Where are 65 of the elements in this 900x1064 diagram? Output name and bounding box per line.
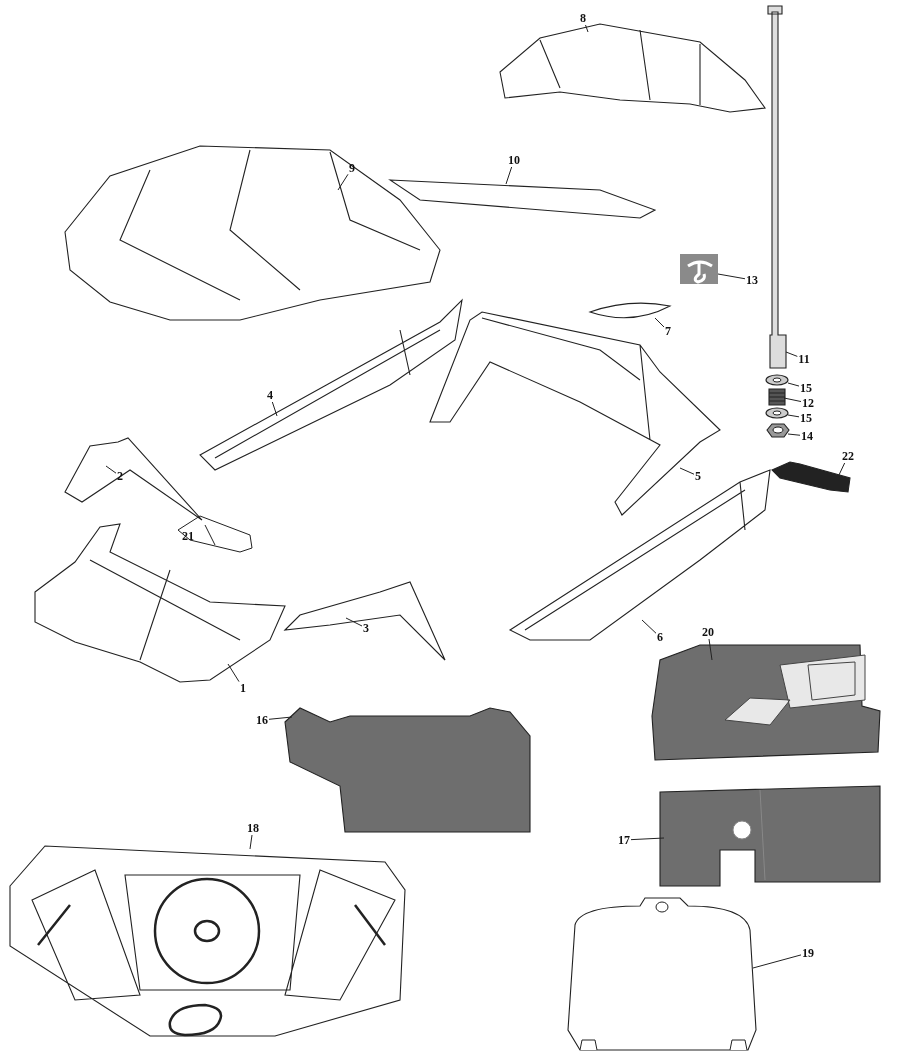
callout-number: 5 [694, 469, 702, 483]
washer-drawing [765, 374, 789, 386]
left-sill-drawing [199, 298, 463, 471]
cover-outline-drawing [567, 897, 757, 1051]
nut-drawing [766, 423, 790, 438]
bracket-drawing [771, 461, 851, 493]
leader-line [708, 638, 713, 661]
clip-picture [680, 254, 718, 284]
callout-number: 7 [664, 324, 672, 338]
leader-line [268, 716, 293, 720]
callout-number: 21 [181, 529, 195, 543]
callout-number: 11 [797, 352, 811, 366]
leader-line [505, 166, 513, 185]
callout-number: 22 [841, 449, 855, 463]
floor-mat-drawing [659, 785, 881, 887]
leader-line [783, 397, 802, 403]
leader-line [249, 834, 253, 850]
callout-number: 14 [800, 429, 814, 443]
leader-line [337, 173, 349, 191]
leader-line [717, 273, 746, 280]
leader-line [630, 837, 665, 841]
hood-drawing [64, 145, 441, 321]
leader-line [785, 351, 798, 357]
spring-drawing [768, 388, 786, 406]
callout-number: 6 [656, 630, 664, 644]
flat-panel-drawing [388, 179, 657, 219]
oval-cover-drawing [589, 302, 671, 319]
rear-deck-cover-drawing [499, 23, 766, 113]
callout-number: 15 [799, 381, 813, 395]
callout-number: 18 [246, 821, 260, 835]
leader-line [654, 317, 665, 328]
right-sill-drawing [509, 469, 771, 641]
rod-drawing [767, 5, 787, 369]
side-panel-drawing [64, 437, 203, 521]
callout-number: 8 [579, 11, 587, 25]
leader-line [105, 465, 117, 474]
leader-line [837, 462, 846, 478]
front-body-drawing [34, 523, 286, 683]
leader-line [679, 467, 695, 475]
trunk-board-drawing [9, 845, 406, 1037]
side-panel-drawing [283, 581, 446, 661]
callout-number: 12 [801, 396, 815, 410]
leader-line [787, 414, 800, 418]
leader-line [585, 24, 589, 33]
leader-line [787, 433, 801, 436]
washer-drawing [765, 407, 789, 419]
callout-number: 15 [799, 411, 813, 425]
callout-number: 10 [507, 153, 521, 167]
leader-line [271, 401, 278, 417]
callout-number: 20 [701, 625, 715, 639]
callout-number: 3 [362, 621, 370, 635]
callout-number: 16 [255, 713, 269, 727]
carpet-drawing [284, 707, 531, 833]
callout-number: 4 [266, 388, 274, 402]
callout-number: 1 [239, 681, 247, 695]
leader-line [227, 663, 240, 683]
leader-line [787, 382, 800, 387]
callout-number: 13 [745, 273, 759, 287]
leader-line [641, 619, 657, 634]
callout-number: 17 [617, 833, 631, 847]
floor-mat-drawing [651, 644, 881, 761]
leader-line [345, 617, 363, 627]
leader-line [752, 954, 802, 969]
callout-number: 19 [801, 946, 815, 960]
rear-frame-drawing [429, 311, 721, 516]
